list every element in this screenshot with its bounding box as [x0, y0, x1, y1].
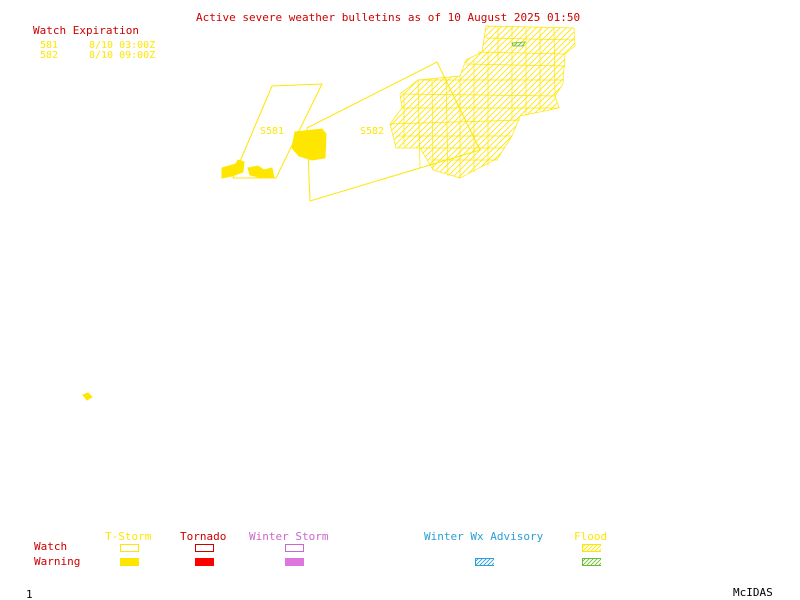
legend-label-flood: Flood: [574, 530, 608, 543]
bulletin-title: Active severe weather bulletins as of 10…: [196, 11, 581, 24]
watch-expiration-time: 8/10 03:00Z: [89, 40, 156, 51]
legend-flood-warning-swatch: [582, 558, 601, 566]
legend-label-tornado: Tornado: [180, 530, 227, 543]
software-label: McIDAS: [733, 586, 773, 599]
tstorm-warning-polygon: [82, 392, 93, 401]
legend-tstorm-watch-swatch: [120, 544, 139, 552]
watch-expiration-id: 581: [40, 40, 59, 51]
legend-row-watch: Watch: [34, 540, 68, 553]
legend-tornado-watch-swatch: [195, 544, 214, 552]
watch-581-outline: [232, 83, 323, 179]
legend-tstorm-warning-swatch: [120, 558, 139, 566]
watch-582-label: S582: [360, 126, 384, 137]
tstorm-warning-polygon: [247, 165, 275, 179]
legend-label-tstorm: T-Storm: [105, 530, 152, 543]
legend-label-winter-storm: Winter Storm: [249, 530, 329, 543]
watch-581-label: S581: [260, 126, 284, 137]
tstorm-warning-polygon: [291, 128, 327, 161]
legend-label-winter-wx-advisory: Winter Wx Advisory: [424, 530, 544, 543]
flood-watch-area: [389, 25, 576, 179]
legend-winter-storm-warning-swatch: [285, 558, 304, 566]
legend-winter-wx-advisory-swatch: [475, 558, 494, 566]
legend-tornado-warning-swatch: [195, 558, 214, 566]
watch-expiration-time: 8/10 09:00Z: [89, 50, 156, 61]
tstorm-warning-polygon: [221, 159, 245, 179]
watch-expiration-id: 582: [40, 50, 59, 61]
frame-number: 1: [26, 588, 33, 600]
legend-flood-watch-swatch: [582, 544, 601, 552]
flood-warning-polygon: [511, 41, 526, 47]
watch-expiration-heading: Watch Expiration: [33, 24, 139, 37]
legend-row-warning: Warning: [34, 555, 81, 568]
legend-winter-storm-watch-swatch: [285, 544, 304, 552]
